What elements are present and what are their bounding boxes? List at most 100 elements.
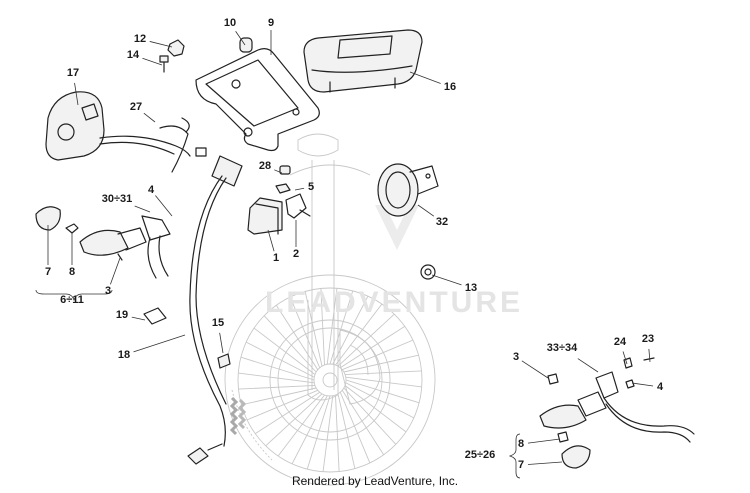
callout-label: 13 [465,282,477,294]
callout-leader [110,257,121,285]
callout-label: 7 [45,266,51,278]
callout-label: 4 [657,381,664,393]
wheel-spoke [320,288,325,365]
callout-leader [131,316,146,321]
wheel-spoke [344,385,407,433]
callout-leader [648,348,651,363]
wheel-spoke [337,393,356,469]
indicator-right [539,357,695,469]
callout-label: 1 [273,252,279,264]
wheel-spoke [289,296,321,368]
footer-credit: Rendered by LeadVenture, Inc. [291,474,459,488]
callout-label: 3 [105,285,111,297]
callout-label: 15 [212,317,224,329]
callout-leader [143,112,156,123]
handlebar-switch [45,91,191,161]
wheel-spoke [335,395,340,472]
watermark: LEADVENTURE [265,168,523,319]
wheel-spoke [246,389,318,421]
relay-bracket [285,193,311,219]
callout-label: 17 [67,67,79,79]
background-fork [289,133,381,405]
callout-label: 25÷26 [465,449,496,461]
wheel-spoke [345,379,420,404]
callout-label: 10 [224,17,236,29]
wheel-spoke [306,395,331,470]
wheel-spoke [275,305,319,370]
grommet-small [217,353,231,369]
callout-label: 14 [127,49,140,61]
wheel-spoke [345,370,422,375]
callout-leader [521,360,549,379]
callout-label: 23 [642,333,654,345]
callout-leader [133,334,186,353]
wheel-spoke [335,303,383,366]
wheel-spoke [339,392,371,464]
callout-leader [74,82,79,106]
callout-label: 16 [444,81,456,93]
wheel-spoke [332,295,369,365]
callout-label: 24 [614,336,627,348]
callout-label: 6÷11 [60,294,84,306]
callout-label: 32 [436,216,448,228]
wheel-spoke [245,341,315,378]
horn [377,163,439,217]
wheel-spoke [241,387,317,406]
callout-leader [142,57,163,66]
wheel-spoke [240,356,315,381]
callout-leader [409,71,441,84]
wheel-spoke [343,387,397,445]
callout-label: 8 [518,438,524,450]
wheel-spoke [345,376,422,388]
callout-label: 9 [268,17,274,29]
wheel-spoke [291,395,328,465]
indicator-left [35,206,171,279]
wheel-spoke [265,393,323,447]
wheel-spoke [277,394,325,457]
relay [247,197,283,235]
wheel-spoke [343,354,419,373]
callout-label: 33÷34 [547,342,578,354]
callout-leader [235,31,246,46]
clip [275,183,291,194]
wheel-spoke [263,315,317,373]
background-wheel [224,274,436,486]
callout-label: 12 [134,33,146,45]
callout-leader [267,229,275,252]
screw [159,55,169,73]
callout-leader [417,204,435,217]
callout-leader [274,169,283,174]
callout-label: 28 [259,160,271,172]
callout-leader [631,382,654,387]
callout-leaders [47,30,654,465]
callout-label: 18 [118,349,130,361]
callout-label: 2 [293,248,299,260]
wiring-harness [187,175,227,465]
wheel-spoke [238,372,315,384]
callout-leader [149,41,173,48]
spacer [279,165,291,175]
callout-leader [431,274,462,286]
callout-leader [622,351,628,365]
callout-label: 4 [148,184,155,196]
callout-leader [219,332,224,354]
callout-leader [527,438,561,444]
wheel-spoke [322,395,334,472]
callout-leader [134,205,151,213]
callout-label: 30÷31 [102,193,133,205]
callout-leader [294,187,305,191]
callout-label: 27 [130,101,142,113]
wheel-spoke [326,288,338,365]
callout-label: 7 [518,459,524,471]
wheel-spoke [255,391,320,435]
callout-label: 8 [69,266,75,278]
wheel-spoke [342,339,414,371]
wire-clip [143,307,167,325]
wheel-spoke [337,313,395,367]
callout-leader [155,195,173,217]
watermark-text: LEADVENTURE [265,286,523,319]
callout-label: 19 [116,309,128,321]
wheel-spoke [253,327,316,375]
nut [167,39,185,57]
